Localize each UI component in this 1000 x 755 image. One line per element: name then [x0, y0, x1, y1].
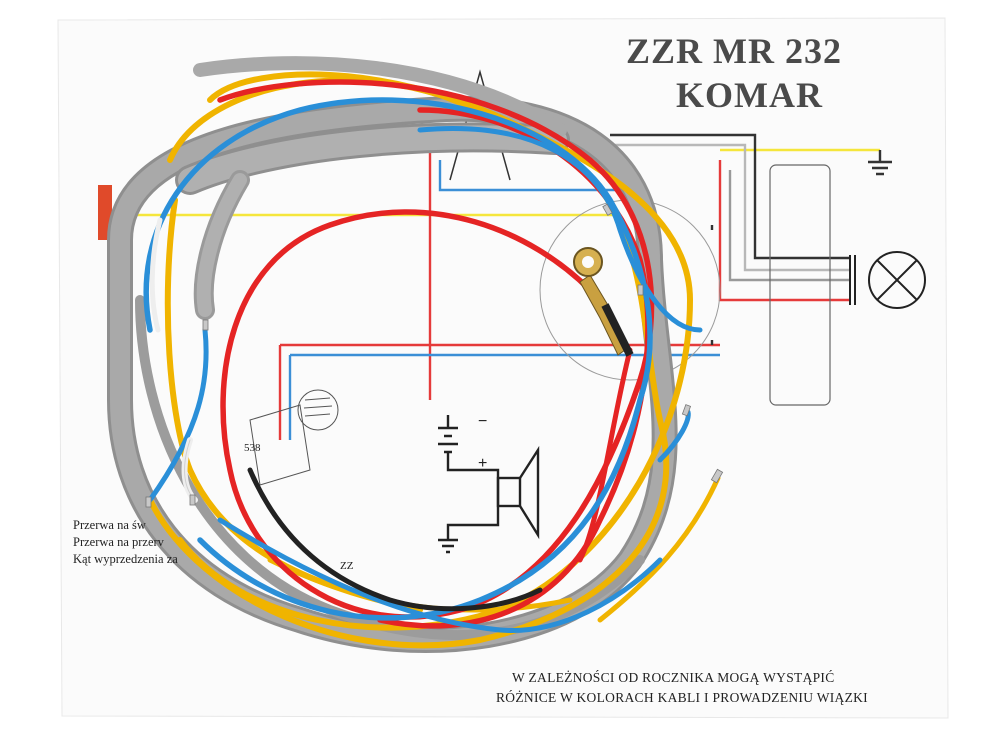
printed-schematic [100, 69, 926, 554]
note-line-2: Przerwa na przerv [73, 535, 164, 549]
plus-sign: + [478, 455, 487, 472]
diagram-paper [57, 17, 949, 719]
title-line-2: KOMAR [676, 75, 823, 115]
note-line-1: Przerwa na św [73, 518, 146, 532]
note-line-3: Kąt wyprzedzenia za [73, 552, 178, 566]
warning-line-1: W ZALEŻNOŚCI OD ROCZNIKA MOGĄ WYSTĄPIĆ [512, 670, 835, 685]
tag-538: 538 [244, 442, 261, 454]
tag-zz: ZZ [340, 560, 354, 572]
ring-terminal [573, 247, 634, 357]
warning-line-2: RÓŻNICE W KOLORACH KABLI I PROWADZENIU W… [496, 690, 868, 705]
minus-sign: − [478, 413, 487, 430]
title-line-1: ZZR MR 232 [626, 31, 842, 71]
wire-tips [145, 203, 724, 508]
wiring-harness [107, 56, 721, 653]
